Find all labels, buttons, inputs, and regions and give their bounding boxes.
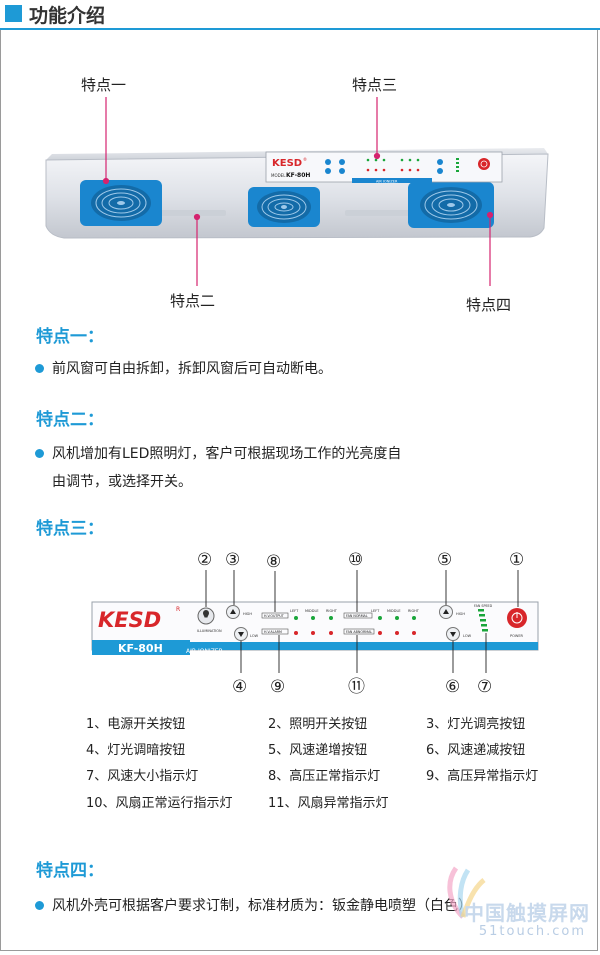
- callout-number-3: ③: [225, 550, 240, 570]
- callout-number-6: ⑥: [445, 677, 460, 697]
- callout-number-2: ②: [197, 550, 212, 570]
- svg-text:RIGHT: RIGHT: [408, 609, 420, 613]
- legend-item-7: 7、风速大小指示灯: [86, 769, 199, 784]
- callout-number-1: ①: [509, 550, 524, 570]
- feature-3-title: 特点三：: [36, 519, 104, 539]
- fan-left: [80, 180, 162, 226]
- svg-text:MIDDLE: MIDDLE: [387, 609, 401, 613]
- device-control-panel: KESD ® MODEL KF-80H AIR IONIZER: [265, 151, 503, 183]
- legend-item-10: 10、风扇正常运行指示灯: [86, 796, 233, 811]
- watermark-text: 中国触摸屏网: [464, 901, 590, 925]
- panel-brand: KESD: [98, 608, 161, 632]
- callout-number-4: ④: [232, 677, 247, 697]
- feature-2-title: 特点二：: [36, 410, 104, 430]
- panel-model-plate: [92, 640, 190, 655]
- legend-item-1: 1、电源开关按钮: [86, 717, 186, 732]
- callout-number-9: ⑨: [270, 677, 285, 697]
- callout-feature-1: 特点一: [81, 76, 127, 94]
- panel-strip: [92, 642, 538, 650]
- svg-text:MODEL: MODEL: [271, 173, 286, 178]
- feature-1-text: 前风窗可自由拆卸，拆卸风窗后可自动断电。: [35, 355, 482, 383]
- callout-feature-3: 特点三: [352, 76, 398, 94]
- svg-text:H.V.ALARM: H.V.ALARM: [264, 630, 282, 634]
- svg-text:AIR IONIZER: AIR IONIZER: [186, 648, 223, 655]
- content-frame: [0, 30, 598, 951]
- callout-number-11: ⑪: [348, 677, 365, 697]
- header-underline: [0, 28, 600, 30]
- svg-text:HIGH: HIGH: [243, 612, 252, 616]
- svg-text:LOW: LOW: [250, 634, 259, 638]
- svg-text:MIDDLE: MIDDLE: [305, 609, 319, 613]
- legend-item-11: 11、风扇异常指示灯: [268, 796, 389, 811]
- bullet-icon: [35, 901, 44, 910]
- callout-feature-4: 特点四: [466, 296, 512, 314]
- legend-item-3: 3、灯光调亮按钮: [426, 717, 526, 732]
- svg-text:H.V.OUTPUT: H.V.OUTPUT: [264, 614, 285, 618]
- svg-text:HIGH: HIGH: [456, 612, 465, 616]
- svg-text:LEFT: LEFT: [371, 609, 380, 613]
- device-power-icon: [478, 158, 490, 170]
- callout-number-10: ⑩: [348, 550, 363, 570]
- legend-item-9: 9、高压异常指示灯: [426, 769, 539, 784]
- feature-4-text: 风机外壳可根据客户要求订制，标准材质为：钣金静电喷塑（白色）: [35, 892, 572, 920]
- svg-text:LEFT: LEFT: [290, 609, 299, 613]
- feature-2-text: 风机增加有LED照明灯，客户可根据现场工作的光亮度自 由调节，或选择开关。: [35, 440, 482, 496]
- svg-text:®: ®: [303, 157, 307, 162]
- legend-item-4: 4、灯光调暗按钮: [86, 743, 186, 758]
- device-brand: KESD: [272, 158, 302, 169]
- legend-item-5: 5、风速递增按钮: [268, 743, 368, 758]
- legend-item-2: 2、照明开关按钮: [268, 717, 368, 732]
- svg-text:KF-80H: KF-80H: [286, 172, 310, 179]
- svg-text:POWER: POWER: [510, 634, 524, 638]
- bullet-icon: [35, 449, 44, 458]
- fan-right: [408, 182, 494, 228]
- panel-model: KF-80H: [118, 642, 163, 655]
- feature-1-title: 特点一：: [36, 327, 104, 347]
- svg-text:AIR IONIZER: AIR IONIZER: [376, 179, 398, 183]
- feature-4-title: 特点四：: [36, 861, 104, 881]
- svg-text:ILLUMINATION: ILLUMINATION: [197, 629, 222, 633]
- page-title: 功能介绍: [29, 5, 106, 27]
- callout-number-8: ⑧: [266, 552, 281, 572]
- callout-number-5: ⑤: [437, 550, 452, 570]
- svg-text:LOW: LOW: [463, 634, 472, 638]
- control-panel-diagram: KESD R KF-80H AIR IONIZER ILLUMINATION H…: [91, 550, 539, 697]
- legend-item-6: 6、风速递减按钮: [426, 743, 526, 758]
- svg-text:FAN SPEED: FAN SPEED: [474, 604, 493, 608]
- vent-left: [160, 210, 226, 216]
- section-header: 功能介绍: [0, 0, 600, 30]
- svg-text:R: R: [176, 606, 180, 613]
- vent-right: [345, 210, 411, 216]
- watermark-logo-icon: [447, 866, 486, 919]
- svg-text:FAN ABNORMAL: FAN ABNORMAL: [346, 630, 372, 634]
- svg-text:FAN NORMAL: FAN NORMAL: [346, 614, 368, 618]
- header-square-icon: [5, 5, 22, 22]
- device-illustration: KESD ® MODEL KF-80H AIR IONIZER: [45, 97, 549, 286]
- callout-feature-2: 特点二: [170, 292, 216, 310]
- watermark-url: 51touch.com: [478, 924, 586, 939]
- fan-middle: [248, 187, 320, 227]
- legend-item-8: 8、高压正常指示灯: [268, 769, 381, 784]
- callout-number-7: ⑦: [477, 677, 492, 697]
- bullet-icon: [35, 364, 44, 373]
- svg-text:RIGHT: RIGHT: [326, 609, 338, 613]
